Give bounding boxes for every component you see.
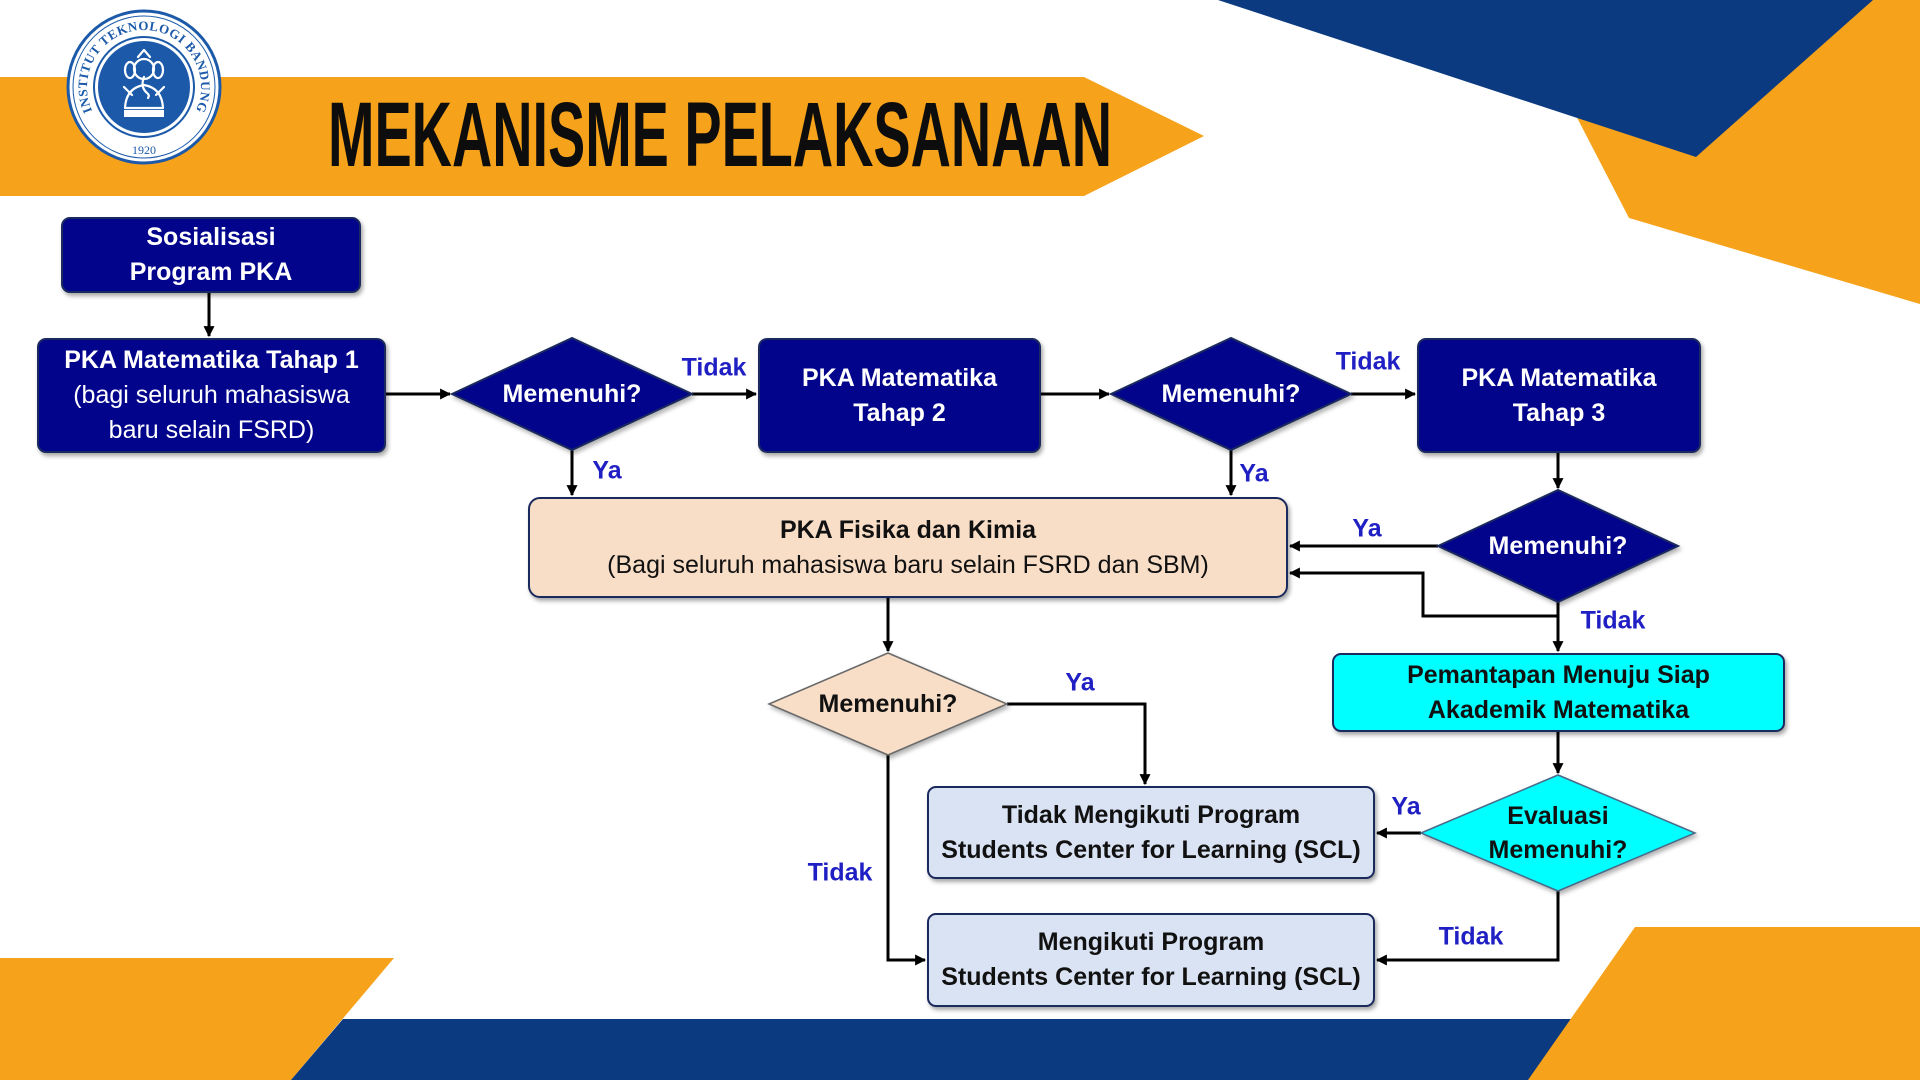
bottom-left-orange-shape xyxy=(0,958,394,1080)
node-detail-line: (Bagi seluruh mahasiswa baru selain FSRD… xyxy=(607,550,1209,579)
node-detail-line: (bagi seluruh mahasiswa xyxy=(73,381,350,409)
node-pka-matematika-tahap-1: PKA Matematika Tahap 1 (bagi seluruh mah… xyxy=(37,338,386,453)
decision-text: Memenuhi? xyxy=(818,690,958,718)
decision-diamond-shape xyxy=(767,652,1009,756)
edge-label-tahap-1-tidak: Tidak xyxy=(681,353,747,382)
edge-label-evaluasi-ya: Ya xyxy=(1391,792,1421,821)
node-text-line: Students Center for Learning (SCL) xyxy=(941,835,1361,864)
edge-label-tahap-1-ya: Ya xyxy=(592,456,622,485)
node-heading: PKA Fisika dan Kimia xyxy=(779,515,1037,544)
node-sosialisasi-program-pka: Sosialisasi Program PKA xyxy=(61,217,361,293)
logo-inner-ring xyxy=(72,15,216,159)
itb-logo: INSTITUT TEKNOLOGI BANDUNG 1920 xyxy=(66,9,222,165)
node-tidak-mengikuti-scl: Tidak Mengikuti Program Students Center … xyxy=(927,786,1375,879)
edge-label-fisika-kimia-ya: Ya xyxy=(1065,668,1095,697)
node-text-line: Tidak Mengikuti Program xyxy=(1001,800,1301,829)
node-text-line: Mengikuti Program xyxy=(1037,928,1265,956)
node-text-line: Akademik Matematika xyxy=(1427,695,1690,724)
edge-label-fisika-kimia-tidak: Tidak xyxy=(807,858,873,887)
arrow-evaluasi-tidak-to-mengikuti-scl xyxy=(1375,891,1560,966)
node-heading: PKA Matematika Tahap 1 xyxy=(64,346,359,374)
decision-text-line: Evaluasi xyxy=(1507,802,1609,830)
bottom-right-orange-shape xyxy=(1528,927,1920,1080)
edge-label-tahap-2-tidak: Tidak xyxy=(1335,347,1401,376)
decision-text: Memenuhi? xyxy=(1488,532,1628,560)
edge-label-tahap-2-ya: Ya xyxy=(1239,459,1269,488)
edge-label-evaluasi-tidak: Tidak xyxy=(1438,922,1504,951)
decision-diamond-shape xyxy=(1435,488,1681,604)
node-pka-matematika-tahap-2: PKA Matematika Tahap 2 xyxy=(758,338,1041,453)
node-text-line: Program PKA xyxy=(129,258,293,286)
node-text-line: Pemantapan Menuju Siap xyxy=(1407,660,1710,689)
node-text-line: PKA Matematika xyxy=(1461,363,1657,392)
page-title: MEKANISME PELAKSANAAN xyxy=(328,90,1112,186)
decision-diamond-shape xyxy=(1108,336,1354,452)
node-text-line: Sosialisasi xyxy=(146,223,276,251)
arrow-fisika-decision-ya-to-tidak-mengikuti-scl xyxy=(1007,702,1151,786)
decision-diamond-shape xyxy=(449,336,695,452)
decision-diamond-shape xyxy=(1419,774,1697,892)
arrow-decision-3-tidak-to-fisika-kimia xyxy=(1288,567,1558,618)
decision-tahap-1: Memenuhi? xyxy=(449,336,695,452)
ganesha-emblem-icon xyxy=(122,48,166,117)
node-pemantapan-akademik-matematika: Pemantapan Menuju Siap Akademik Matemati… xyxy=(1332,653,1785,732)
decision-fisika-kimia: Memenuhi? xyxy=(767,652,1009,756)
logo-year: 1920 xyxy=(132,143,156,157)
node-pka-matematika-tahap-3: PKA Matematika Tahap 3 xyxy=(1417,338,1701,453)
bottom-navy-band xyxy=(291,1019,1592,1080)
decision-text: Memenuhi? xyxy=(1161,380,1301,408)
page-title-container: MEKANISME PELAKSANAAN xyxy=(328,90,1112,186)
top-right-navy-shape xyxy=(1218,0,1873,157)
node-text-line: Students Center for Learning (SCL) xyxy=(941,963,1361,991)
node-text-line: PKA Matematika xyxy=(802,363,997,392)
node-text-line: Tahap 2 xyxy=(853,398,946,427)
title-banner xyxy=(0,77,1204,196)
decision-evaluasi: Evaluasi Memenuhi? xyxy=(1419,774,1697,892)
edge-label-tahap-3-tidak: Tidak xyxy=(1580,606,1646,635)
decision-text: Memenuhi? xyxy=(502,380,642,408)
node-mengikuti-scl: Mengikuti Program Students Center for Le… xyxy=(927,913,1375,1007)
decision-text-line: Memenuhi? xyxy=(1488,836,1628,864)
node-text-line: Tahap 3 xyxy=(1512,398,1606,427)
node-detail-line: baru selain FSRD) xyxy=(108,416,315,444)
decision-tahap-2: Memenuhi? xyxy=(1108,336,1354,452)
edge-label-tahap-3-ya: Ya xyxy=(1352,514,1382,543)
node-pka-fisika-dan-kimia: PKA Fisika dan Kimia (Bagi seluruh mahas… xyxy=(528,497,1288,598)
arrow-fisika-decision-tidak-to-mengikuti-scl xyxy=(886,755,927,966)
decision-tahap-3: Memenuhi? xyxy=(1435,488,1681,604)
